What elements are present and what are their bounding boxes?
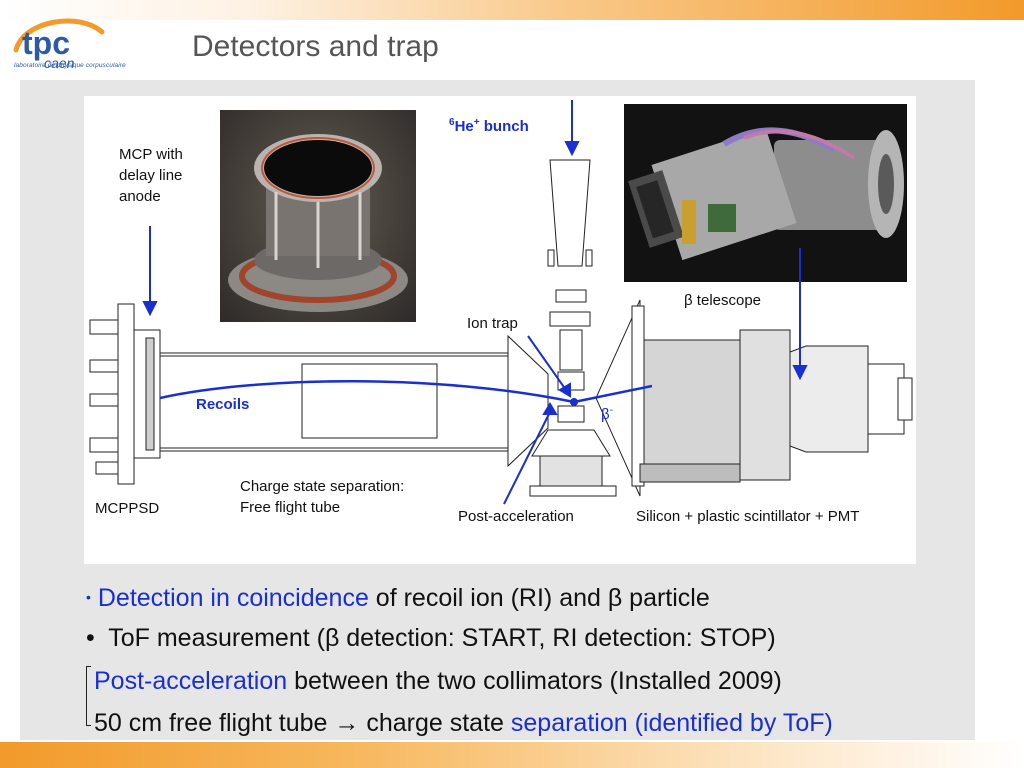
ion-trap-label: Ion trap: [467, 315, 518, 332]
telescope-photo-drawing: [628, 127, 904, 261]
recoils-label: Recoils: [196, 396, 250, 413]
beta-telescope-text: telescope: [692, 292, 762, 309]
bullet-tof: • ToF measurement (β detection: START, R…: [86, 624, 776, 653]
bullet-post-acceleration: Post-acceleration between the two collim…: [94, 667, 782, 696]
bullet-flight-tube-text: 50 cm free flight tube → charge state: [94, 709, 511, 737]
bullet-coincidence-highlight: Detection in coincidence: [97, 584, 369, 612]
logo-sub: caen: [44, 55, 75, 71]
page-title: Detectors and trap: [192, 30, 439, 63]
tpc-caen-logo: tpc caen: [13, 18, 105, 71]
charge-sep-line2: Free flight tube: [240, 499, 341, 516]
free-flight-tube: [160, 352, 508, 452]
charge-separation-label: Charge state separation: Free flight tub…: [240, 476, 404, 518]
beta-trajectory: [573, 384, 653, 404]
logo-text: tpc: [22, 25, 70, 61]
beta-minus-label: β-: [601, 400, 613, 425]
mcp-label-line2: delay line: [119, 167, 183, 184]
mcp-label-line1: MCP with: [119, 146, 183, 163]
mcp-photo-drawing: [228, 134, 408, 312]
he-bunch-label: 6He+ bunch: [449, 112, 529, 137]
beta-telescope-assembly: [595, 299, 913, 497]
recoil-trajectory: [159, 380, 575, 404]
bottom-gradient-bar: [0, 742, 1024, 768]
beta-telescope-label: β telescope: [684, 290, 761, 311]
he-bunch-charge: +: [473, 117, 480, 128]
mcp-label: MCP with delay line anode: [119, 144, 183, 207]
bullet-post-acc-highlight: Post-acceleration: [94, 667, 288, 695]
bullet-post-acc-text: between the two collimators (Installed 2…: [287, 667, 782, 695]
post-acceleration-label: Post-acceleration: [458, 508, 574, 525]
top-gradient-bar: [0, 0, 1024, 20]
ion-trap-assembly: [507, 159, 617, 497]
he-bunch-element: He: [454, 118, 474, 135]
bullet-tof-text: ToF measurement (β detection: START, RI …: [108, 624, 776, 652]
mcp-label-line3: anode: [119, 188, 161, 205]
he-bunch-sup: 6: [449, 117, 455, 128]
mcppsd-label: MCPPSD: [95, 500, 160, 517]
trap-center-dot: [570, 398, 578, 406]
mcp-photo: [220, 110, 416, 322]
bullet-marker: •: [86, 624, 95, 652]
bullet-marker: •: [86, 589, 91, 605]
sub-bullet-bracket: [86, 666, 92, 726]
charge-sep-line1: Charge state separation:: [240, 478, 405, 495]
beta-symbol: β: [684, 292, 693, 309]
pointer-arrows: [142, 100, 808, 505]
bullet-coincidence-text: of recoil ion (RI) and β particle: [368, 584, 710, 612]
telescope-photo: [624, 104, 907, 282]
bullet-flight-tube-highlight: separation (identified by ToF): [510, 709, 833, 737]
mcp-detector-flange: [89, 303, 161, 485]
he-bunch-rest: bunch: [479, 118, 529, 135]
beta-minus-symbol: β: [601, 406, 610, 423]
beta-minus-sup: -: [609, 405, 613, 416]
bullet-flight-tube: 50 cm free flight tube → charge state se…: [94, 709, 833, 738]
silicon-pmt-label: Silicon + plastic scintillator + PMT: [636, 508, 860, 525]
bullet-coincidence: • Detection in coincidence of recoil ion…: [86, 584, 710, 613]
logo-tagline: laboratoire de physique corpusculaire: [14, 62, 126, 69]
